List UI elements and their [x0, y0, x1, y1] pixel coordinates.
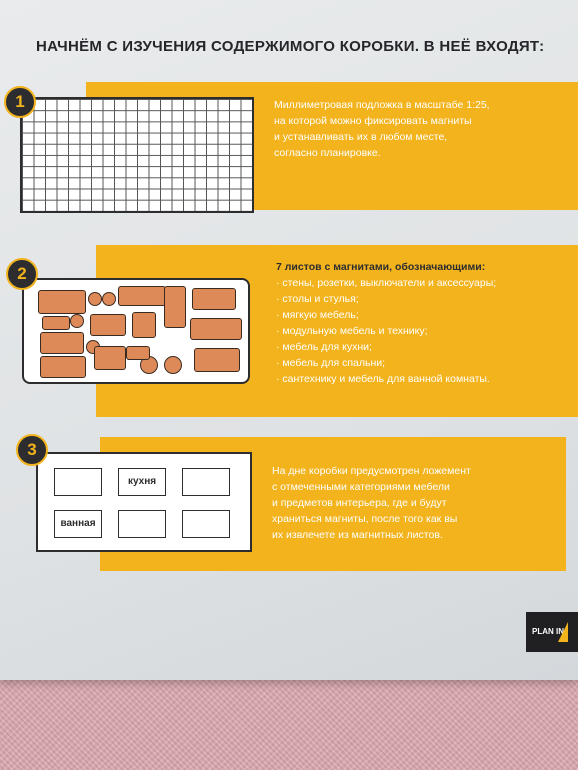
corner-sofa-magnet [164, 286, 186, 328]
step-3-line: с отмеченными категориями мебели [272, 481, 450, 493]
sofa-magnet [192, 288, 236, 310]
step-1-line: согласно планировке. [274, 147, 381, 159]
logo-mark-icon [558, 622, 568, 642]
millimeter-grid-board [20, 97, 254, 213]
step-2-title: 7 листов с магнитами, обозначающими: [276, 261, 486, 273]
page-heading: НАЧНЁМ С ИЗУЧЕНИЯ СОДЕРЖИМОГО КОРОБКИ. В… [36, 38, 545, 55]
instruction-card: НАЧНЁМ С ИЗУЧЕНИЯ СОДЕРЖИМОГО КОРОБКИ. В… [0, 0, 578, 680]
step-2-list-item: · столы и стулья; [276, 293, 359, 305]
step-2-list-item: · стены, розетки, выключатели и аксессуа… [276, 277, 497, 289]
logo-text: PLAN IN [532, 627, 564, 636]
sofa-magnet [40, 356, 86, 378]
step-1-line: на которой можно фиксировать магниты [274, 115, 472, 127]
brand-logo: PLAN IN [526, 612, 578, 652]
armchair-magnet [42, 316, 70, 330]
pouf-magnet [102, 292, 116, 306]
magnet-sheet-illustration [22, 278, 250, 384]
sofa-magnet [194, 348, 240, 372]
sofa-magnet [90, 314, 126, 336]
step-2-list-item: · мягкую мебель; [276, 309, 359, 321]
step-3-number: 3 [16, 434, 48, 466]
step-3-line: храниться магниты, после того как вы [272, 513, 458, 525]
tray-cell [182, 510, 230, 538]
storage-tray-illustration: кухня ванная [36, 452, 252, 552]
sofa-magnet [40, 332, 84, 354]
step-3-line: На дне коробки предусмотрен ложемент [272, 465, 471, 477]
armchair-magnet [126, 346, 150, 360]
sofa-magnet [94, 346, 126, 370]
sofa-magnet [190, 318, 242, 340]
pouf-magnet [70, 314, 84, 328]
sofa-magnet [38, 290, 86, 314]
sofa-magnet [118, 286, 166, 306]
step-2-list-item: · мебель для спальни; [276, 357, 386, 369]
step-2-list-item: · сантехнику и мебель для ванной комнаты… [276, 373, 490, 385]
pouf-magnet [88, 292, 102, 306]
tray-cell [182, 468, 230, 496]
step-3-line: и предметов интерьера, где и будут [272, 497, 447, 509]
step-3-line: их извлечете из магнитных листов. [272, 529, 443, 541]
tray-cell [54, 468, 102, 496]
step-2-list-item: · модульную мебель и технику; [276, 325, 428, 337]
tray-cell [118, 510, 166, 538]
armchair-magnet [132, 312, 156, 338]
pouf-magnet [164, 356, 182, 374]
step-1-line: Миллиметровая подложка в масштабе 1:25, [274, 99, 490, 111]
tray-cell-kitchen: кухня [118, 468, 166, 496]
step-1-description: Миллиметровая подложка в масштабе 1:25, … [274, 97, 564, 161]
step-1-number: 1 [4, 86, 36, 118]
tray-cell-bathroom: ванная [54, 510, 102, 538]
step-2-list-item: · мебель для кухни; [276, 341, 372, 353]
step-2-description: 7 листов с магнитами, обозначающими: · с… [276, 259, 566, 387]
step-1-line: и устанавливать их в любом месте, [274, 131, 448, 143]
step-3-description: На дне коробки предусмотрен ложемент с о… [272, 463, 552, 543]
step-2-number: 2 [6, 258, 38, 290]
